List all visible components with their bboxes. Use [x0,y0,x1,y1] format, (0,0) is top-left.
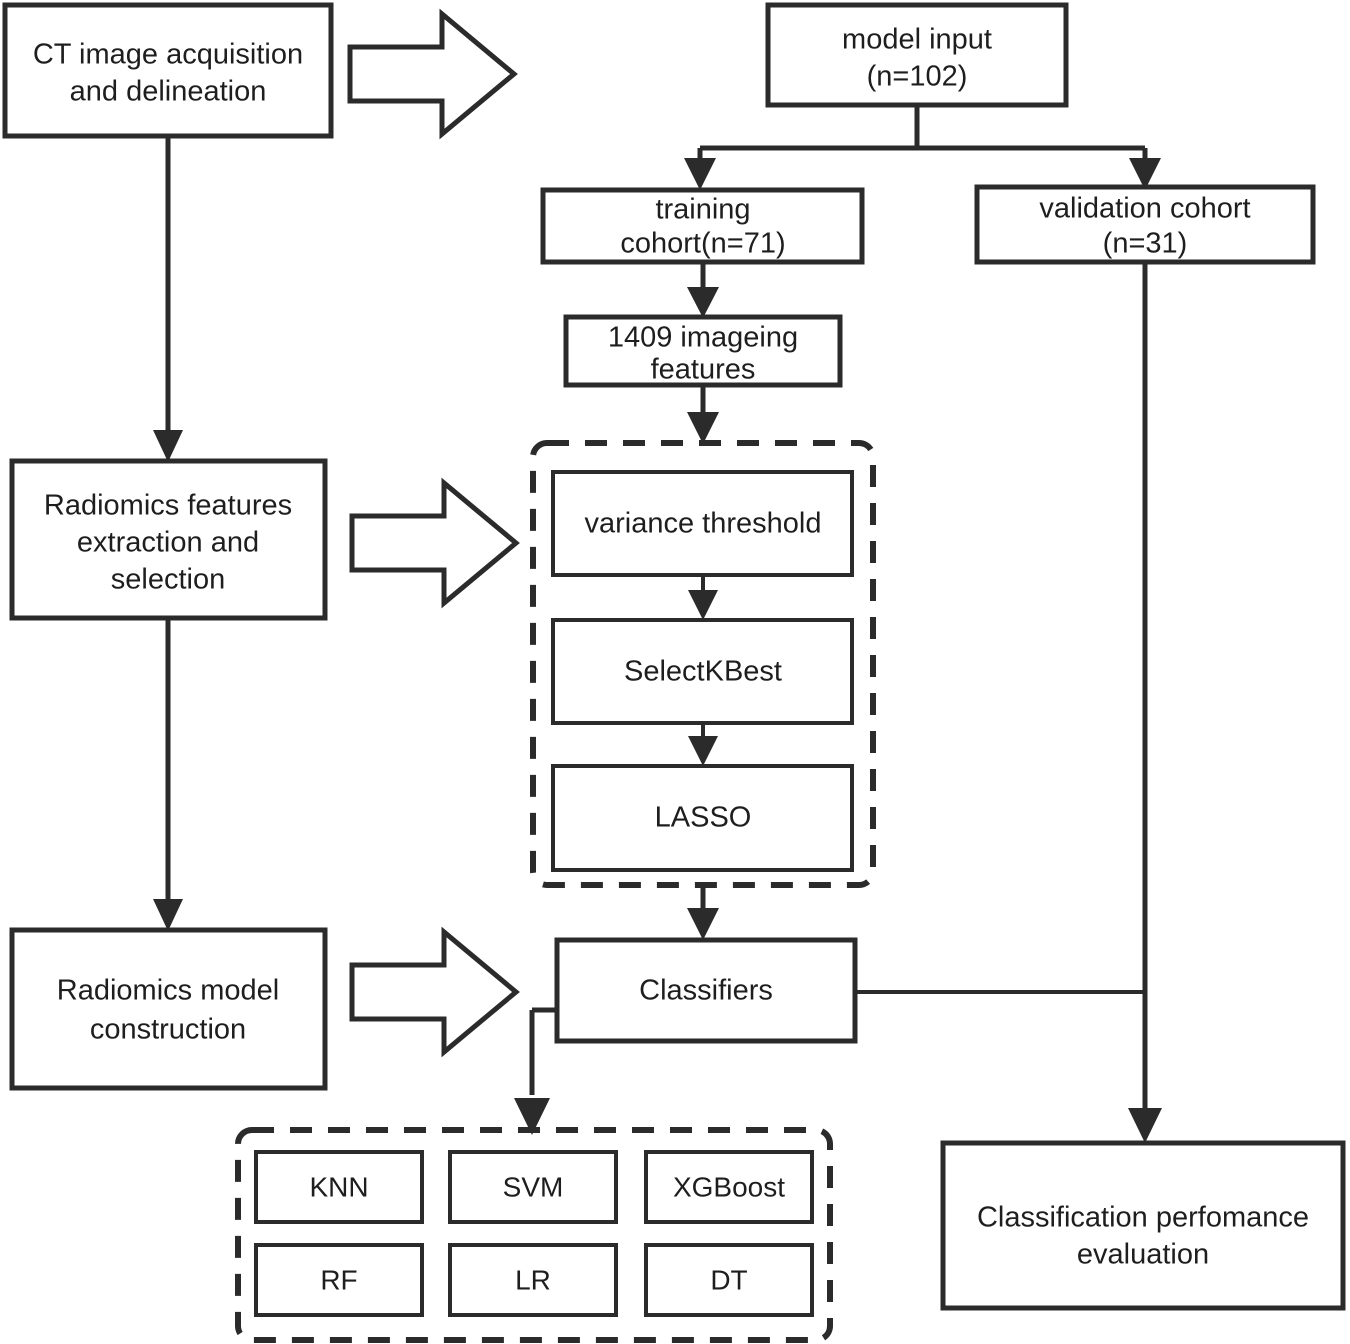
model-input-label-line2: (n=102) [867,61,968,93]
classifiers-label: Classifiers [639,975,773,1007]
ct-acquisition-box [2,2,334,139]
arrowhead-down [514,1098,550,1135]
model-input-label-line1: model input [842,24,992,56]
node-classifier-knn: KNN [254,1150,424,1224]
arrowhead-down [153,430,183,462]
model-construction-label-line2: construction [90,1014,246,1046]
arrowhead-down [688,736,718,766]
node-classifier-svm: SVM [448,1150,618,1224]
feature-extraction-label-line2: extraction and [77,527,259,559]
block-arrow-features-to-selection [349,477,520,609]
arrowhead-down [687,287,719,318]
variance-threshold-box [551,470,854,577]
node-ct-acquisition: CT image acquisition and delineation [2,2,334,139]
evaluation-box [940,1140,1346,1311]
validation-cohort-label-line2: (n=31) [1103,228,1188,260]
model-construction-label-line1: Radiomics model [57,975,279,1007]
node-lasso: LASSO [551,764,854,872]
node-validation-cohort: validation cohort (n=31) [974,184,1316,265]
connector-selection-to-classifiers [687,885,719,940]
evaluation-label-line1: Classification perfomance [977,1202,1309,1234]
dt-label: DT [710,1264,747,1295]
variance-threshold-label: variance threshold [585,508,822,540]
training-cohort-label-line2: cohort(n=71) [620,228,785,260]
svm-box [448,1150,618,1224]
xgboost-label: XGBoost [673,1171,785,1202]
arrowhead-down-training [684,158,716,190]
feature-extraction-label-line1: Radiomics features [44,490,292,522]
connector-features-to-model [153,618,183,931]
validation-cohort-box [974,184,1316,265]
node-model-input: model input (n=102) [765,2,1069,108]
arrowhead-down [1128,1108,1162,1143]
classifiers-box [554,937,858,1044]
imaging-features-label-line1: 1409 imageing [608,322,798,354]
node-classifiers: Classifiers [554,937,858,1044]
training-cohort-label-line1: training [655,194,750,226]
imaging-features-box [563,314,843,388]
node-training-cohort: training cohort(n=71) [540,187,865,265]
validation-cohort-label-line1: validation cohort [1039,193,1250,225]
connector-training-to-features [687,262,719,318]
block-arrow-model-to-classifiers [349,926,520,1058]
ct-acquisition-label-line1: CT image acquisition [33,39,303,71]
ct-acquisition-label-line2: and delineation [70,76,267,108]
arrowhead-down-validation [1129,158,1161,190]
connector-classifiers-to-list [514,1007,557,1135]
radiomics-feature-extraction-box [9,458,328,621]
block-arrow-acquisition-to-input [347,8,518,140]
arrowhead-down [687,908,719,940]
node-selectkbest: SelectKBest [551,618,854,725]
node-radiomics-feature-extraction: Radiomics features extraction and select… [9,458,328,621]
imaging-features-label-line2: features [651,354,756,386]
connector-features-to-selection-group [687,385,719,444]
evaluation-label-line2: evaluation [1077,1239,1209,1271]
arrowhead-down [687,412,719,444]
arrowhead-down [688,590,718,620]
connector-variance-to-selectkbest [688,575,718,620]
node-classifier-dt: DT [644,1243,814,1317]
node-imaging-features: 1409 imageing features [563,314,843,388]
node-classifier-xgboost: XGBoost [644,1150,814,1224]
knn-box [254,1150,424,1224]
radiomics-model-construction-box [9,927,328,1091]
svm-label: SVM [503,1171,564,1202]
node-variance-threshold: variance threshold [551,470,854,577]
connector-input-split [684,105,1161,190]
node-classification-performance-evaluation: Classification perfomance evaluation [940,1140,1346,1311]
feature-extraction-label-line3: selection [111,564,225,596]
node-radiomics-model-construction: Radiomics model construction [9,927,328,1091]
model-input-box [765,2,1069,108]
lasso-box [551,764,854,872]
classifier-list-group-dashed-border [235,1127,833,1343]
connector-validation-to-evaluation [1128,262,1162,1143]
xgboost-box [644,1150,814,1224]
node-classifier-rf: RF [254,1243,424,1317]
arrowhead-down [153,899,183,931]
dt-box [644,1243,814,1317]
knn-label: KNN [309,1171,368,1202]
lr-label: LR [515,1264,551,1295]
lasso-label: LASSO [655,802,752,834]
node-classifier-lr: LR [448,1243,618,1317]
connector-ct-to-features [153,136,183,462]
lr-box [448,1243,618,1317]
selectkbest-label: SelectKBest [624,656,782,688]
rf-box [254,1243,424,1317]
connector-selectkbest-to-lasso [688,723,718,766]
rf-label: RF [320,1264,357,1295]
